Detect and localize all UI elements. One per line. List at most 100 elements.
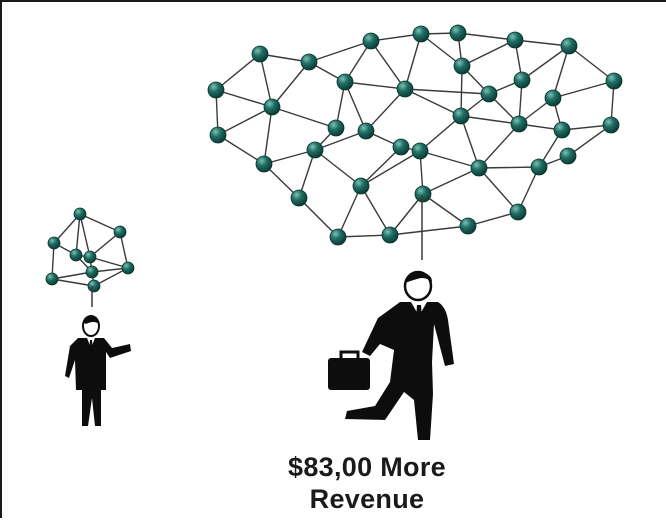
small-network-edge [53,213,81,244]
businessman-pointing-icon [65,315,131,426]
large-network-edge [337,185,362,238]
small-network-node [69,248,83,262]
large-network-node [506,31,524,49]
large-network-edge [263,149,316,165]
large-network-edge [370,33,422,42]
large-network-node [559,147,577,165]
small-network-edge [51,278,95,287]
large-network-edge [370,40,406,90]
large-network-node [352,177,370,195]
large-network-edge [514,39,570,47]
large-network-edge [404,88,462,117]
large-network-node [329,228,347,246]
large-network-node [207,81,225,99]
large-network-node [452,107,470,125]
large-network-node [602,116,620,134]
large-network-node [381,226,399,244]
large-network-edge [460,115,520,125]
small-network-node [45,272,59,286]
large-network-node [470,159,488,177]
large-network-edge [389,193,424,236]
large-network-edge [215,89,273,108]
small-network-node [87,279,101,293]
large-network-node [513,71,531,89]
large-network-node [357,122,375,140]
large-network-edge [298,197,339,238]
large-network-node [480,85,498,103]
small-network-icon [45,207,135,307]
businessman-with-briefcase-icon [328,270,454,440]
small-network-node [47,236,61,250]
large-network-edge [344,81,406,90]
large-network-edge [360,146,402,187]
large-network-edge [217,106,273,136]
large-network-edge [567,124,612,157]
large-network-edge [344,81,367,132]
large-network-edge [365,88,406,132]
large-network-node [255,155,273,173]
large-network-edge [460,115,480,169]
small-network-edge [89,256,129,269]
large-network-node [251,45,269,63]
large-network-edge [217,134,265,165]
large-network-edge [457,32,516,41]
large-network-node [306,141,324,159]
small-network-node [121,261,135,275]
large-network-node [530,158,548,176]
large-network-edge [422,193,469,227]
large-network-edge [314,149,362,187]
revenue-caption-label: Revenue [309,484,425,514]
large-network-edge [389,225,469,236]
large-network-edge [419,115,462,152]
large-network-icon [207,24,623,260]
small-network-edge [89,231,121,258]
large-network-node [327,119,345,137]
large-network-edge [521,45,570,81]
small-network-edge [75,213,81,256]
large-network-edge [422,167,480,195]
large-network-edge [298,149,316,199]
large-network-node [459,217,477,235]
large-network-edge [271,61,310,108]
large-network-edge [419,150,480,169]
small-network-node [85,265,99,279]
large-network-node [362,32,380,50]
revenue-caption-amount: $83,00 More [288,452,446,482]
large-network-node [414,185,432,203]
large-network-edge [478,166,540,169]
large-network-edge [259,53,273,108]
large-network-edge [461,39,516,67]
large-network-node [449,24,467,42]
large-network-edge [404,88,490,95]
large-network-node [290,189,308,207]
large-network-edge [263,106,273,165]
large-network-node [263,98,281,116]
small-network-node [113,225,127,239]
small-network-node [83,250,97,264]
large-network-node [553,121,571,139]
large-network-edge [420,33,463,67]
large-network-node [209,126,227,144]
large-network-node [605,72,623,90]
large-network-edge [478,123,520,169]
large-network-edge [404,33,422,90]
large-network-edge [314,130,367,151]
large-network-edge [552,45,570,99]
large-network-edge [271,106,337,129]
large-network-edge [467,211,519,227]
large-network-edge [337,234,391,238]
small-network-node [73,207,87,221]
small-network-edge [79,213,91,258]
large-network-node [509,203,527,221]
large-network-node [411,142,429,160]
large-network-node [453,57,471,75]
small-network-edge [79,213,121,233]
large-network-node [336,73,354,91]
small-network-edge [51,271,93,280]
large-network-edge [552,80,615,99]
large-network-node [300,53,318,71]
large-network-node [560,37,578,55]
large-network-node [396,80,414,98]
large-network-edge [360,185,391,236]
